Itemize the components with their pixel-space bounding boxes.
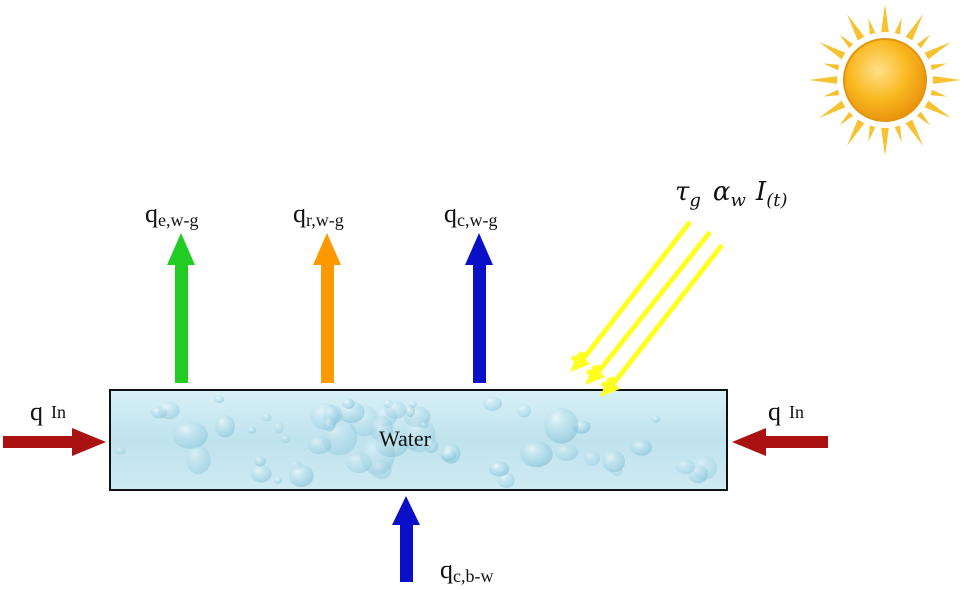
water-droplet — [424, 439, 439, 454]
sun-ray — [881, 4, 889, 33]
water-droplet — [691, 455, 718, 480]
sun-ray — [932, 76, 961, 84]
water-droplet — [488, 461, 510, 477]
solar-ray-heads — [570, 352, 620, 397]
sun-ray — [823, 63, 840, 71]
sun-icon — [809, 4, 961, 156]
water-droplet — [215, 415, 235, 438]
convective-top-label: qc,w-g — [444, 199, 497, 230]
sun-disc — [843, 38, 927, 122]
water-droplet — [273, 421, 284, 434]
water-droplet — [441, 443, 461, 464]
water-droplet — [114, 446, 126, 455]
radiative-arrow — [313, 233, 341, 383]
water-droplet — [288, 464, 314, 487]
sun-ray — [823, 89, 840, 97]
sun-ray — [839, 111, 854, 126]
sun-ray — [905, 14, 923, 41]
convective-top-arrow — [465, 233, 493, 383]
water-droplet — [482, 396, 503, 411]
water-droplet — [554, 443, 579, 461]
sun-ray — [839, 34, 854, 49]
water-label: Water — [379, 426, 432, 451]
convective-bottom-label: qc,b-w — [440, 555, 493, 586]
sun-ray — [894, 18, 902, 35]
water-droplet — [342, 398, 355, 409]
water-droplet — [250, 465, 272, 483]
sun-ray — [819, 42, 846, 60]
water-droplet — [262, 413, 272, 422]
sun-ray — [847, 14, 865, 41]
water-droplet — [520, 440, 553, 468]
solar-rays — [570, 220, 724, 392]
water-droplet — [360, 435, 395, 475]
water-droplet — [214, 395, 225, 403]
water-droplet — [186, 445, 211, 475]
water-border — [109, 389, 728, 491]
evaporative-label: qe,w-g — [145, 199, 198, 230]
sun-ray — [916, 34, 931, 49]
sun-ray — [819, 100, 846, 118]
water-droplet — [158, 401, 180, 420]
water-droplet — [323, 417, 336, 432]
evaporative-arrow — [167, 233, 195, 383]
sun-rays — [809, 4, 961, 156]
inflow-left-arrow — [3, 428, 106, 456]
water-droplet — [544, 407, 579, 444]
water-droplet — [173, 421, 208, 449]
convective-bottom-arrow — [392, 496, 420, 582]
sun-ray — [868, 125, 876, 142]
sun-ray — [847, 119, 865, 146]
water-droplet — [651, 415, 661, 423]
water-droplet — [419, 421, 429, 429]
water-droplet — [254, 456, 266, 467]
water-droplet — [280, 434, 291, 444]
water-droplet — [273, 476, 283, 484]
radiative-label: qr,w-g — [293, 199, 344, 230]
water-droplet — [384, 400, 407, 419]
water-droplet — [408, 400, 417, 408]
sun-ray — [868, 18, 876, 35]
water-droplet — [584, 450, 600, 467]
water-droplet — [675, 459, 696, 474]
water-droplet — [405, 406, 416, 418]
sun-ray — [905, 119, 923, 146]
water-droplet — [247, 426, 257, 434]
sun-ray — [894, 125, 902, 142]
water-droplet — [630, 439, 652, 456]
sun-ray — [916, 111, 931, 126]
water-droplets-texture — [114, 395, 718, 488]
sun-ray — [924, 42, 951, 60]
sun-ray — [930, 89, 947, 97]
sun-ray — [924, 100, 951, 118]
water-body: Water — [109, 389, 728, 491]
water-droplet — [307, 435, 332, 455]
sun-ray — [809, 76, 838, 84]
sun-ray — [930, 63, 947, 71]
inflow-right-arrow — [732, 428, 828, 456]
water-droplet — [602, 450, 626, 473]
sun-ray — [881, 127, 889, 156]
water-droplet — [517, 404, 531, 418]
